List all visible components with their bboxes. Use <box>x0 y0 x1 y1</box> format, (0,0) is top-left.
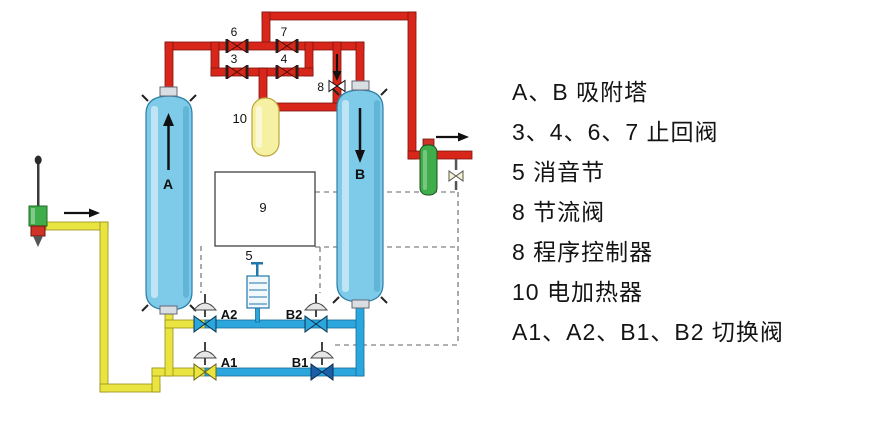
tower-b-top-nozzle <box>351 80 370 91</box>
legend-line-towers: A、B 吸附塔 <box>512 79 649 105</box>
switching-valves-lower: A1 B1 <box>192 342 335 381</box>
flow-up-arrow <box>163 113 174 170</box>
check-valve-6 <box>227 39 247 53</box>
legend-line-controller: 8 程序控制器 <box>512 239 654 265</box>
inlet-flow-arrow <box>64 208 100 218</box>
hot-air-pipes <box>164 11 473 160</box>
tower-a-top-nozzle <box>159 86 178 97</box>
heater-label: 10 <box>233 111 247 126</box>
valve-b1 <box>309 342 335 381</box>
outlet-flow-arrow <box>436 132 469 142</box>
legend: A、B 吸附塔 3、4、6、7 止回阀 5 消音节 8 节流阀 8 程序控制器 … <box>512 72 784 352</box>
valve-b2 <box>303 294 329 333</box>
adsorption-tower-b: B <box>332 80 388 309</box>
legend-line-check-valves: 3、4、6、7 止回阀 <box>512 119 719 145</box>
valve-a1 <box>192 342 218 381</box>
check-valve-4-label: 4 <box>281 52 288 66</box>
inlet-assembly <box>28 155 100 247</box>
program-controller: 9 <box>214 171 316 247</box>
legend-line-muffler: 5 消音节 <box>512 159 606 185</box>
muffler-label: 5 <box>245 248 252 263</box>
tower-a-bottom-nozzle <box>159 305 178 315</box>
valve-b2-label: B2 <box>286 307 303 322</box>
flow-down-arrow <box>355 108 365 163</box>
check-valve-4 <box>277 65 297 79</box>
throttle-valve: 8 <box>317 54 346 94</box>
outlet-assembly <box>419 132 469 196</box>
check-valve-3 <box>227 65 247 79</box>
tower-b-label: B <box>355 166 365 182</box>
throttle-valve-label: 8 <box>317 80 324 94</box>
check-valve-7-label: 7 <box>281 25 288 39</box>
switching-valves-upper: A2 B2 <box>192 294 329 333</box>
tower-a-label: A <box>163 176 173 192</box>
legend-line-heater: 10 电加热器 <box>512 279 643 305</box>
tower-b-bottom-nozzle <box>351 299 370 309</box>
wet-air-pipes <box>45 221 206 393</box>
check-valve-7 <box>277 39 297 53</box>
legend-line-switch-valves: A1、A2、B1、B2 切换阀 <box>512 319 784 345</box>
legend-line-throttle: 8 节流阀 <box>512 199 606 225</box>
electric-heater: 10 <box>233 97 280 157</box>
check-valve-6-label: 6 <box>231 25 238 39</box>
muffler: 5 <box>245 248 270 309</box>
valve-a1-label: A1 <box>221 355 238 370</box>
valve-b1-label: B1 <box>292 355 309 370</box>
process-diagram: A B 10 <box>28 11 473 393</box>
valve-a2-label: A2 <box>221 307 238 322</box>
controller-label: 9 <box>259 200 266 215</box>
check-valve-3-label: 3 <box>231 52 238 66</box>
valve-a2 <box>192 294 218 333</box>
check-valves: 6 7 3 4 <box>225 25 299 79</box>
adsorption-tower-a: A <box>141 86 197 315</box>
drain-valve <box>448 170 464 182</box>
